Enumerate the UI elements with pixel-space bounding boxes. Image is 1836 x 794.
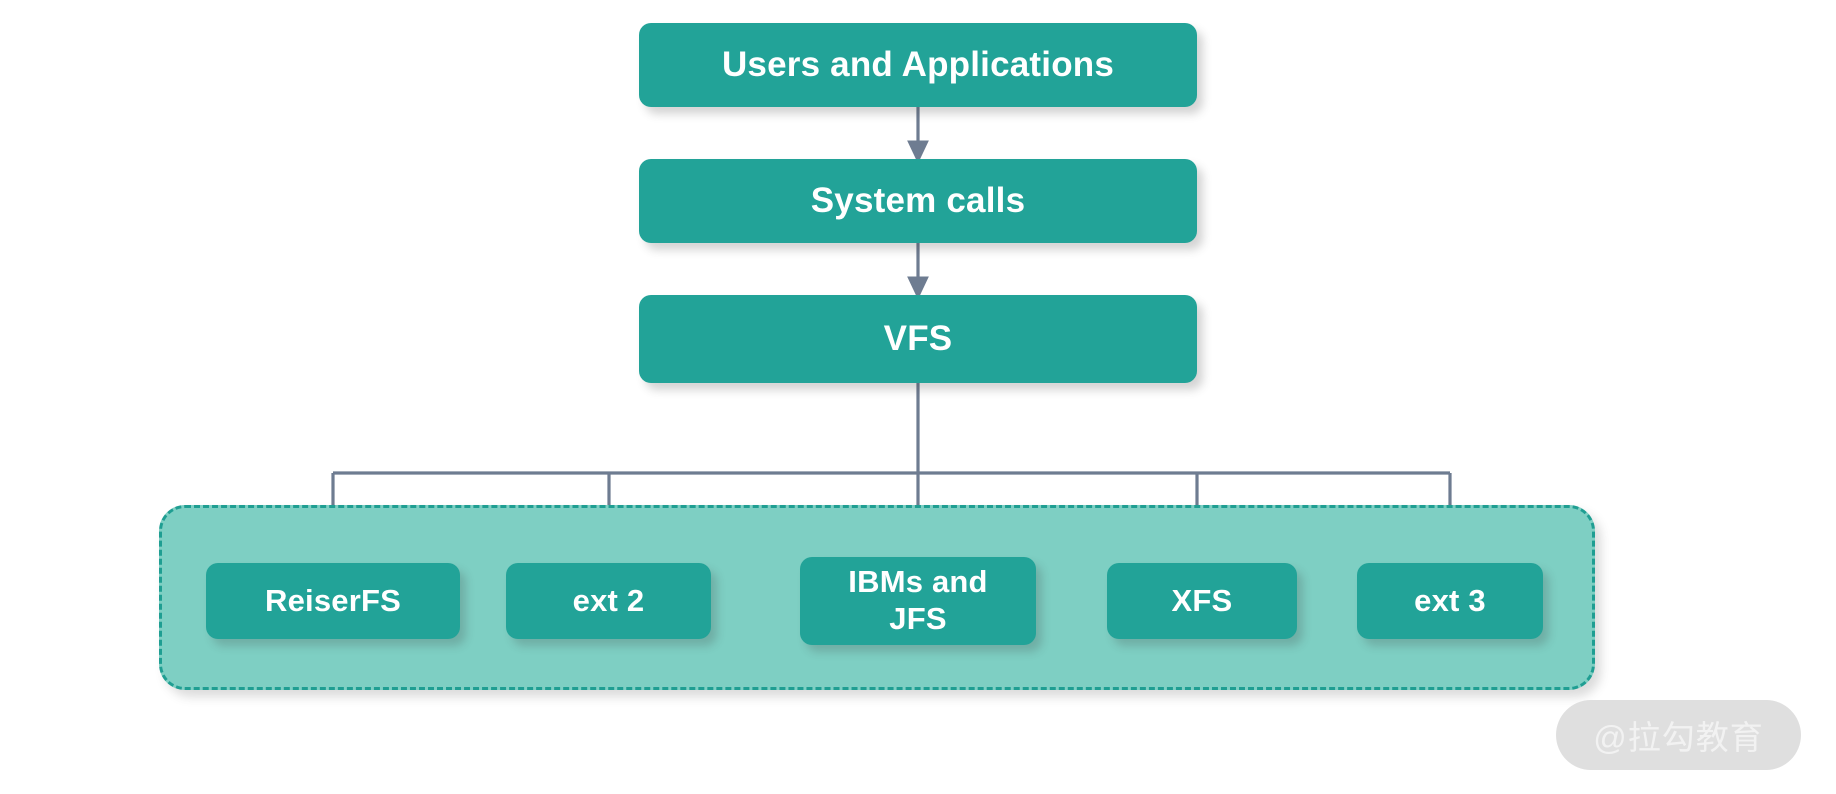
node-reiserfs[interactable]: ReiserFS	[206, 563, 460, 639]
watermark-text: @拉勾教育	[1593, 719, 1764, 756]
node-xfs[interactable]: XFS	[1107, 563, 1297, 639]
node-system-calls[interactable]: System calls	[639, 159, 1197, 243]
node-ibms-and-jfs[interactable]: IBMs and JFS	[800, 557, 1036, 645]
node-ext3[interactable]: ext 3	[1357, 563, 1543, 639]
node-ext2[interactable]: ext 2	[506, 563, 711, 639]
node-vfs[interactable]: VFS	[639, 295, 1197, 383]
filesystem-group-container	[159, 505, 1595, 690]
node-users-and-applications[interactable]: Users and Applications	[639, 23, 1197, 107]
watermark-badge: @拉勾教育	[1556, 700, 1801, 770]
